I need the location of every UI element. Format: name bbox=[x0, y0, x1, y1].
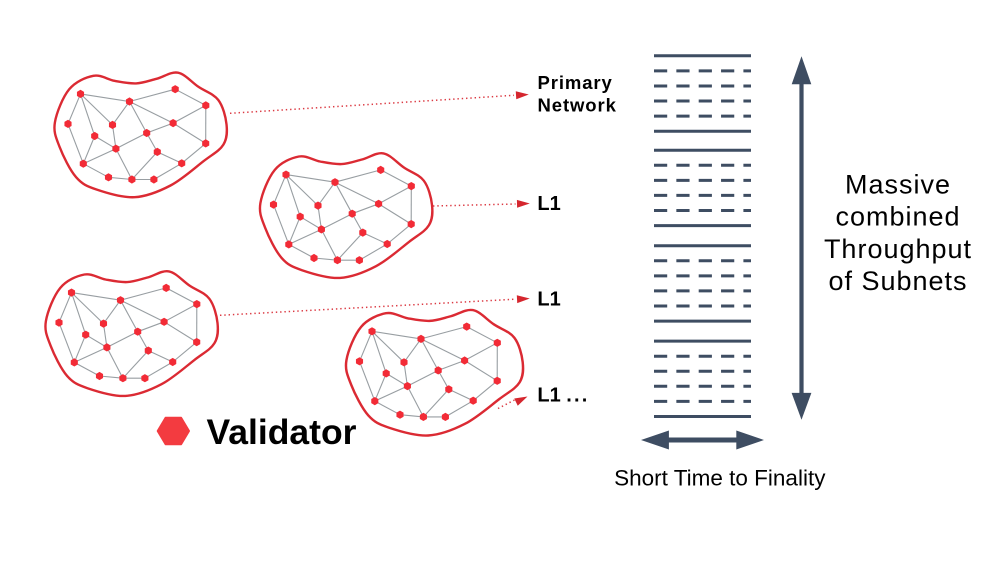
svg-text:Massive: Massive bbox=[845, 169, 951, 199]
svg-text:Network: Network bbox=[538, 95, 617, 116]
svg-text:L1: L1 bbox=[537, 288, 560, 310]
svg-text:Validator: Validator bbox=[207, 412, 357, 452]
svg-text:L1 ...: L1 ... bbox=[537, 384, 589, 406]
svg-text:Throughput: Throughput bbox=[824, 234, 972, 264]
svg-text:Primary: Primary bbox=[538, 72, 613, 93]
svg-text:of Subnets: of Subnets bbox=[828, 266, 967, 296]
svg-text:Short Time to Finality: Short Time to Finality bbox=[614, 465, 826, 490]
svg-text:L1: L1 bbox=[537, 193, 560, 215]
svg-text:combined: combined bbox=[835, 202, 960, 232]
